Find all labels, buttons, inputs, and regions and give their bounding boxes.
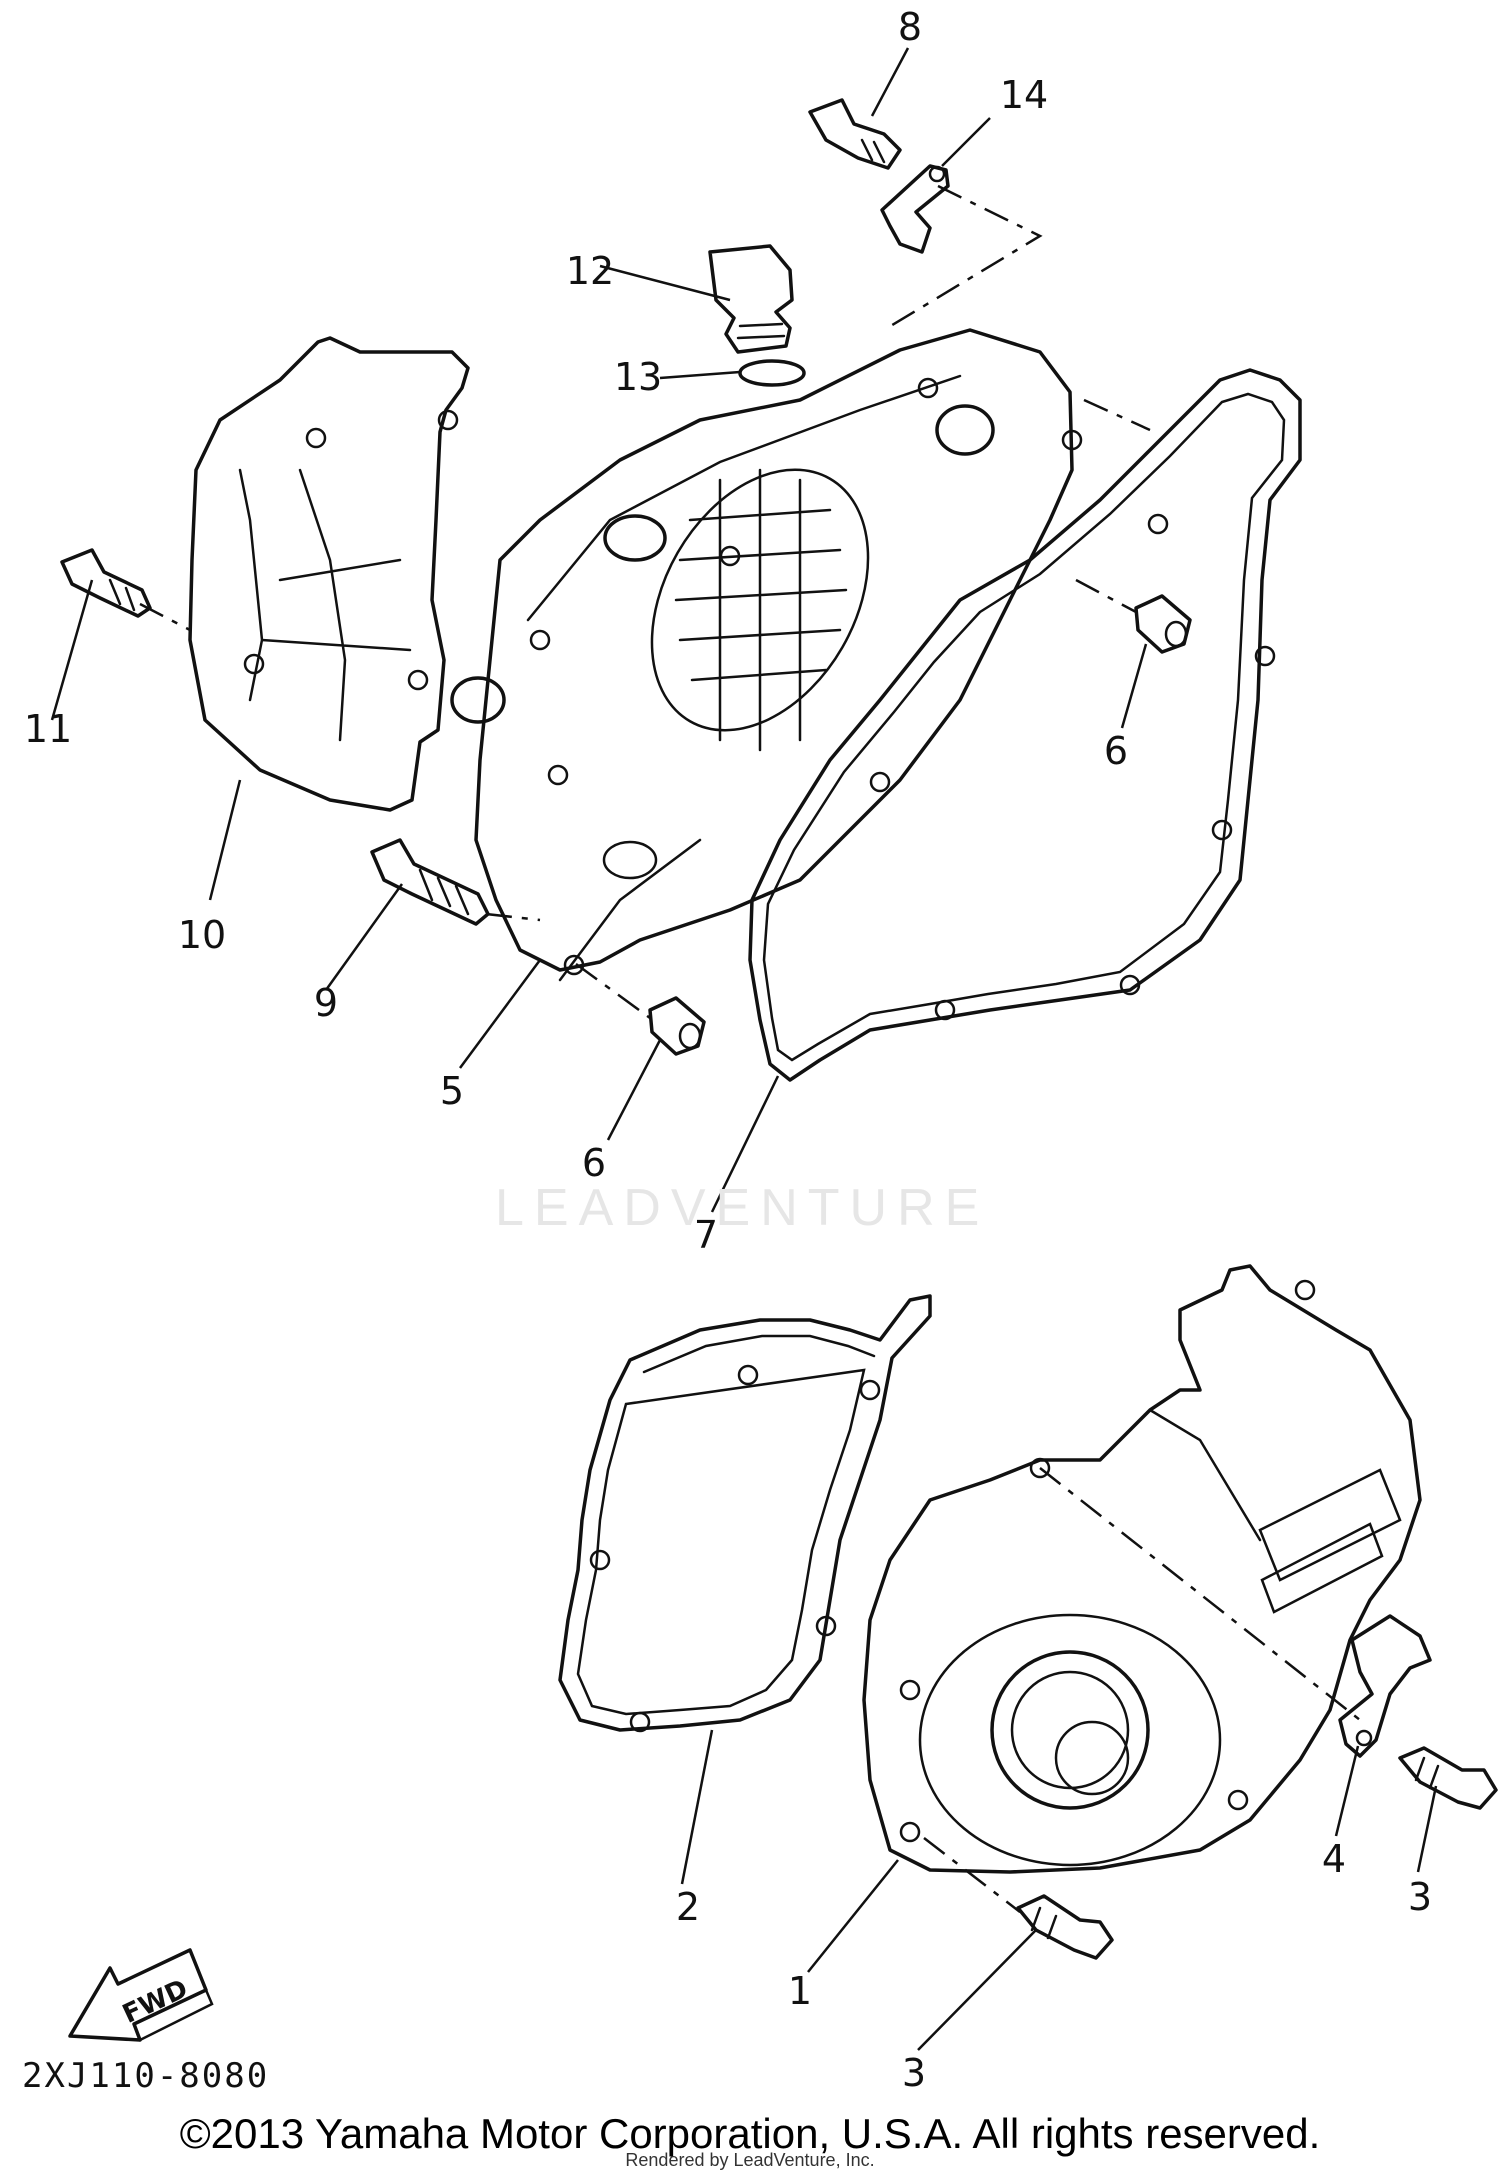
callout-7: 7 (694, 1213, 718, 1257)
part-11-bolt (60, 548, 152, 618)
rendered-by-note: Rendered by LeadVenture, Inc. (625, 2150, 875, 2170)
part-5-crankcase-cover (450, 328, 1083, 982)
callout-13: 13 (614, 355, 662, 399)
callout-1: 1 (788, 1969, 812, 2013)
callout-6: 6 (582, 1141, 606, 1185)
assembly-line (883, 184, 1043, 332)
assembly-line (1075, 578, 1137, 614)
callout-6: 6 (1104, 729, 1128, 773)
callout-12: 12 (566, 249, 614, 293)
callout-11: 11 (24, 707, 72, 751)
assembly-line (1039, 1467, 1361, 1721)
part-12-plug (708, 244, 794, 354)
callout-3: 3 (1408, 1875, 1432, 1919)
part-6-dowel-pin-upper (1134, 594, 1192, 654)
assembly-line (575, 962, 651, 1020)
assembly-line (1083, 398, 1151, 432)
part-3-bolt-bottom (1016, 1894, 1114, 1960)
part-2-gasket (558, 1294, 932, 1733)
callout-9: 9 (314, 981, 338, 1025)
part-8-bolt (808, 98, 902, 170)
part-10-cover (188, 336, 470, 812)
callout-8: 8 (898, 5, 922, 49)
callout-10: 10 (178, 913, 226, 957)
copyright-notice: ©2013 Yamaha Motor Corporation, U.S.A. A… (179, 2110, 1321, 2157)
part-9-bolt (370, 838, 490, 926)
callout-14: 14 (1000, 73, 1048, 117)
part-1-crankcase-cover (862, 1264, 1422, 1874)
assembly-line (923, 1837, 1021, 1913)
watermark: LEADVENTURE (495, 1179, 990, 1237)
callout-2: 2 (676, 1885, 700, 1929)
part-4-clamp (1338, 1614, 1432, 1758)
callout-5: 5 (440, 1069, 464, 1113)
assembly-line (139, 602, 191, 632)
assembly-line (485, 912, 541, 922)
fwd-label: FWD (118, 1974, 192, 2030)
part-14-clamp (880, 164, 950, 254)
part-13-o-ring (738, 359, 806, 387)
diagram-code: 2XJ110-8080 (22, 2056, 270, 2096)
callout-4: 4 (1322, 1837, 1346, 1881)
part-6-dowel-pin-lower (648, 996, 706, 1056)
callout-3: 3 (902, 2051, 926, 2095)
part-3-bolt-right (1398, 1746, 1498, 1810)
fwd-arrow-icon: FWD (68, 1948, 214, 2042)
part-7-gasket (748, 368, 1302, 1082)
leader-lines (50, 47, 1438, 2051)
